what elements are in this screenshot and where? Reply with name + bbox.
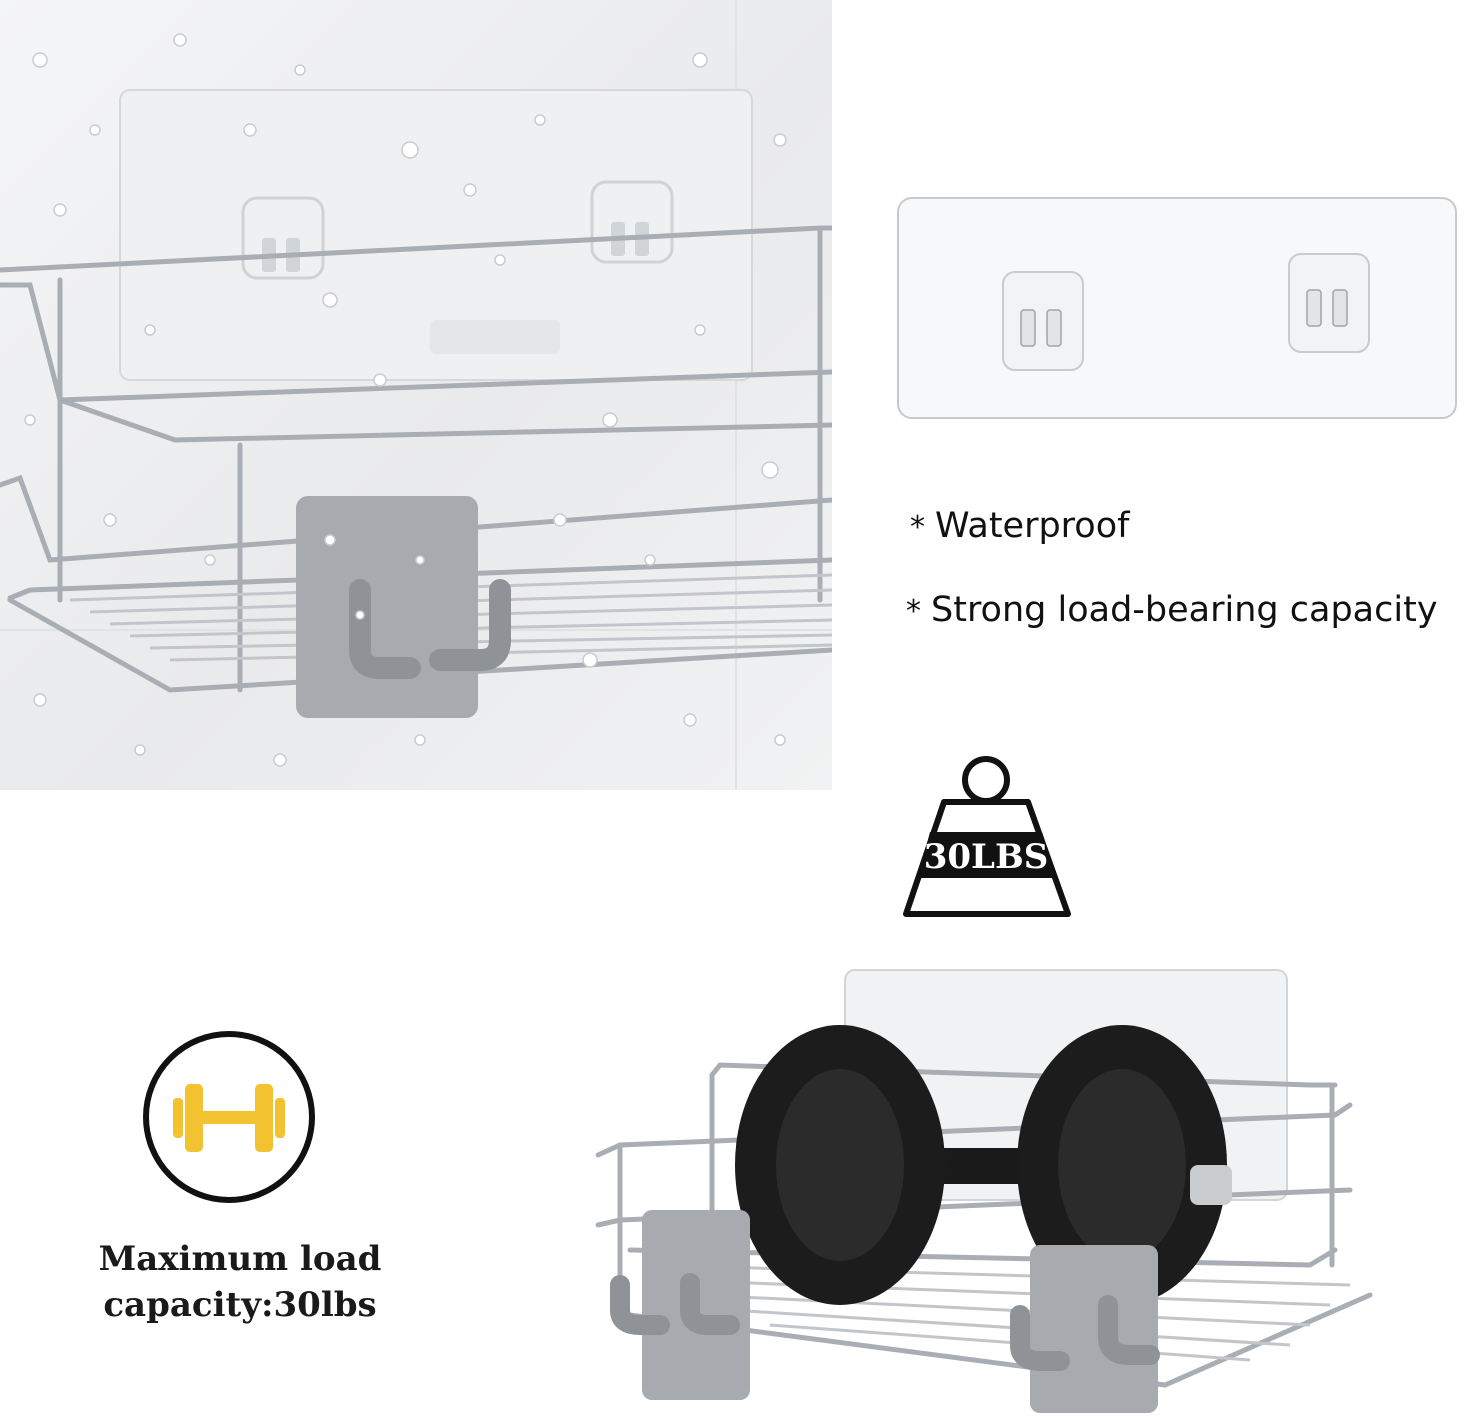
shelf-with-dumbbell-illustration xyxy=(595,969,1373,1413)
feature-label: Strong load-bearing capacity xyxy=(931,590,1438,630)
feature-label: Waterproof xyxy=(935,506,1130,546)
feature-load-bearing: * Strong load-bearing capacity xyxy=(906,590,1438,632)
max-load-line-2: capacity:30lbs xyxy=(103,1285,377,1325)
wet-wall-shelf-illustration xyxy=(0,0,832,790)
max-load-line-1: Maximum load xyxy=(98,1239,382,1279)
feature-waterproof: * Waterproof xyxy=(910,506,1129,548)
shelf-with-dumbbell-photo xyxy=(590,965,1420,1415)
adhesive-strip-illustration xyxy=(895,190,1460,422)
adhesive-strip-graphic xyxy=(897,197,1457,419)
wet-wall-shelf-photo xyxy=(0,0,832,790)
weight-label: 30LBS xyxy=(923,837,1049,877)
dumbbell-icon xyxy=(140,1028,318,1206)
feature-bullet: * xyxy=(910,510,925,545)
max-load-caption: Maximum load capacity:30lbs xyxy=(80,1236,400,1328)
feature-bullet: * xyxy=(906,594,921,629)
dumbbell-icon-graphic xyxy=(143,1031,315,1203)
weight-icon-graphic xyxy=(903,756,1071,917)
weight-icon xyxy=(900,752,1072,922)
